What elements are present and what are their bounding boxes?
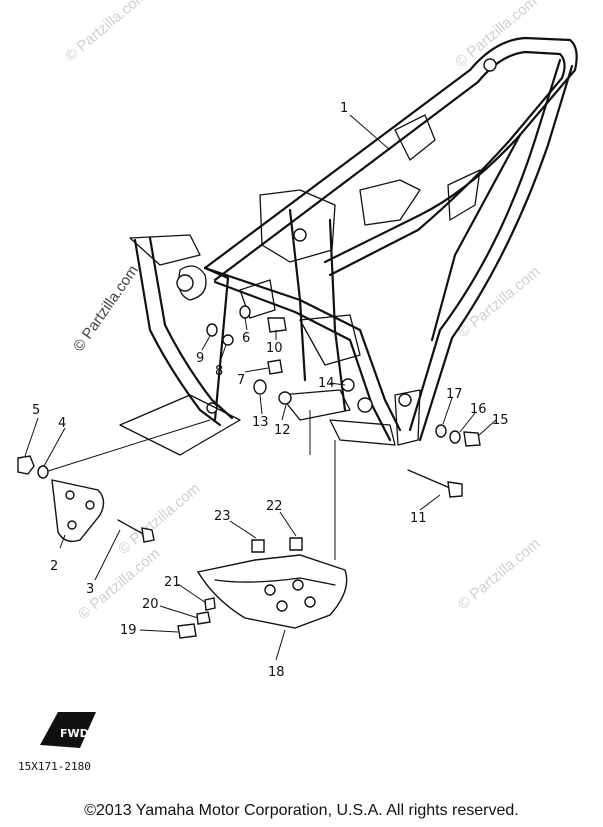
callout-23: 23 xyxy=(214,509,231,524)
callout-16: 16 xyxy=(470,402,487,417)
callout-leaders xyxy=(24,114,497,661)
fasteners xyxy=(17,305,481,639)
callout-14: 14 xyxy=(318,376,335,391)
skid-plate-part-18 xyxy=(196,554,348,629)
callout-numbers: 1 2 3 4 5 6 7 8 9 10 11 12 13 14 15 16 1… xyxy=(32,101,509,680)
fwd-indicator: FWD xyxy=(40,712,96,748)
engine-bracket-part-2 xyxy=(51,479,105,543)
copyright-notice: ©2013 Yamaha Motor Corporation, U.S.A. A… xyxy=(84,802,519,819)
callout-13: 13 xyxy=(252,415,269,430)
callout-10: 10 xyxy=(266,341,283,356)
diagram-code: 15X171-2180 xyxy=(18,760,91,773)
callout-21: 21 xyxy=(164,575,181,590)
fwd-label: FWD xyxy=(60,727,89,740)
callout-8: 8 xyxy=(215,364,223,379)
main-frame xyxy=(129,36,578,446)
callout-22: 22 xyxy=(266,499,283,514)
callout-1: 1 xyxy=(340,101,348,116)
callout-9: 9 xyxy=(196,351,204,366)
callout-15: 15 xyxy=(492,413,509,428)
callout-18: 18 xyxy=(268,665,285,680)
callout-6: 6 xyxy=(242,331,250,346)
callout-12: 12 xyxy=(274,423,291,438)
callout-2: 2 xyxy=(50,559,58,574)
callout-19: 19 xyxy=(120,623,137,638)
callout-3: 3 xyxy=(86,582,94,597)
callout-20: 20 xyxy=(142,597,159,612)
callout-4: 4 xyxy=(58,416,66,431)
callout-11: 11 xyxy=(410,511,427,526)
callout-5: 5 xyxy=(32,403,40,418)
callout-7: 7 xyxy=(237,373,245,388)
callout-17: 17 xyxy=(446,387,463,402)
assembly-guides xyxy=(44,394,336,560)
